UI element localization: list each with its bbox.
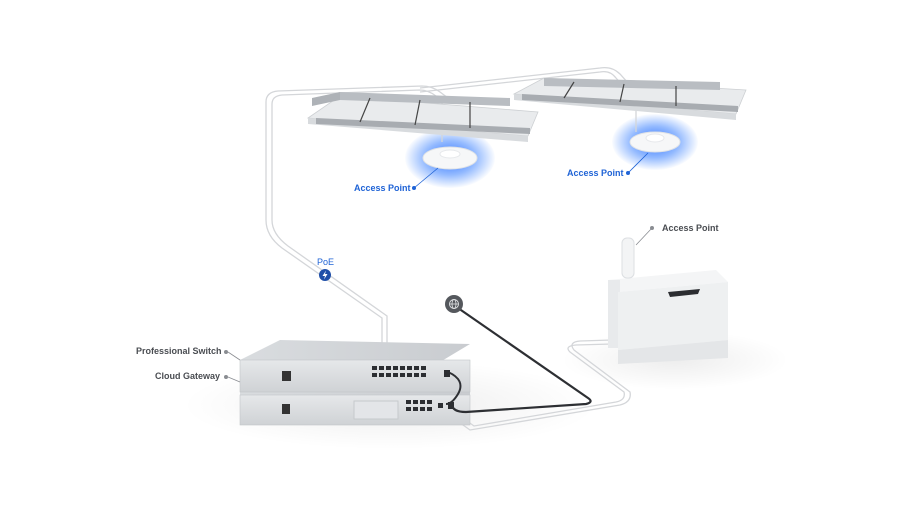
poe-cable-left-ap bbox=[265, 85, 449, 385]
professional-switch-device bbox=[239, 340, 471, 393]
poe-cable-cabinet-ap bbox=[399, 339, 631, 431]
leader-line bbox=[227, 351, 241, 361]
leader-dot bbox=[650, 226, 654, 230]
access-point-label-left: Access Point bbox=[354, 183, 411, 193]
cabinet bbox=[608, 270, 728, 364]
cloud-gateway-label: Cloud Gateway bbox=[155, 371, 221, 381]
leader-line bbox=[227, 376, 241, 383]
leader-line bbox=[627, 152, 649, 174]
leader-line bbox=[413, 167, 439, 189]
leader-dot bbox=[224, 375, 228, 379]
lightning-bolt-icon bbox=[319, 269, 331, 281]
leader-line bbox=[635, 227, 653, 246]
professional-switch-label: Professional Switch bbox=[136, 346, 222, 356]
uplink-cable bbox=[445, 371, 462, 405]
poe-cable bbox=[265, 66, 637, 431]
poe-label: PoE bbox=[317, 257, 335, 267]
access-point-label-right: Access Point bbox=[567, 168, 624, 178]
leader-dot bbox=[626, 171, 630, 175]
poe-cable-right-ap bbox=[419, 66, 637, 93]
leader-dot bbox=[224, 350, 228, 354]
access-point-label-cabinet: Access Point bbox=[662, 223, 719, 233]
ceiling-panel-left bbox=[306, 92, 539, 142]
internet-cable bbox=[450, 307, 592, 414]
leader-dot bbox=[412, 186, 416, 190]
access-point-device-cabinet bbox=[621, 237, 635, 279]
globe-icon bbox=[445, 295, 463, 313]
ceiling-panel-right bbox=[512, 77, 747, 120]
